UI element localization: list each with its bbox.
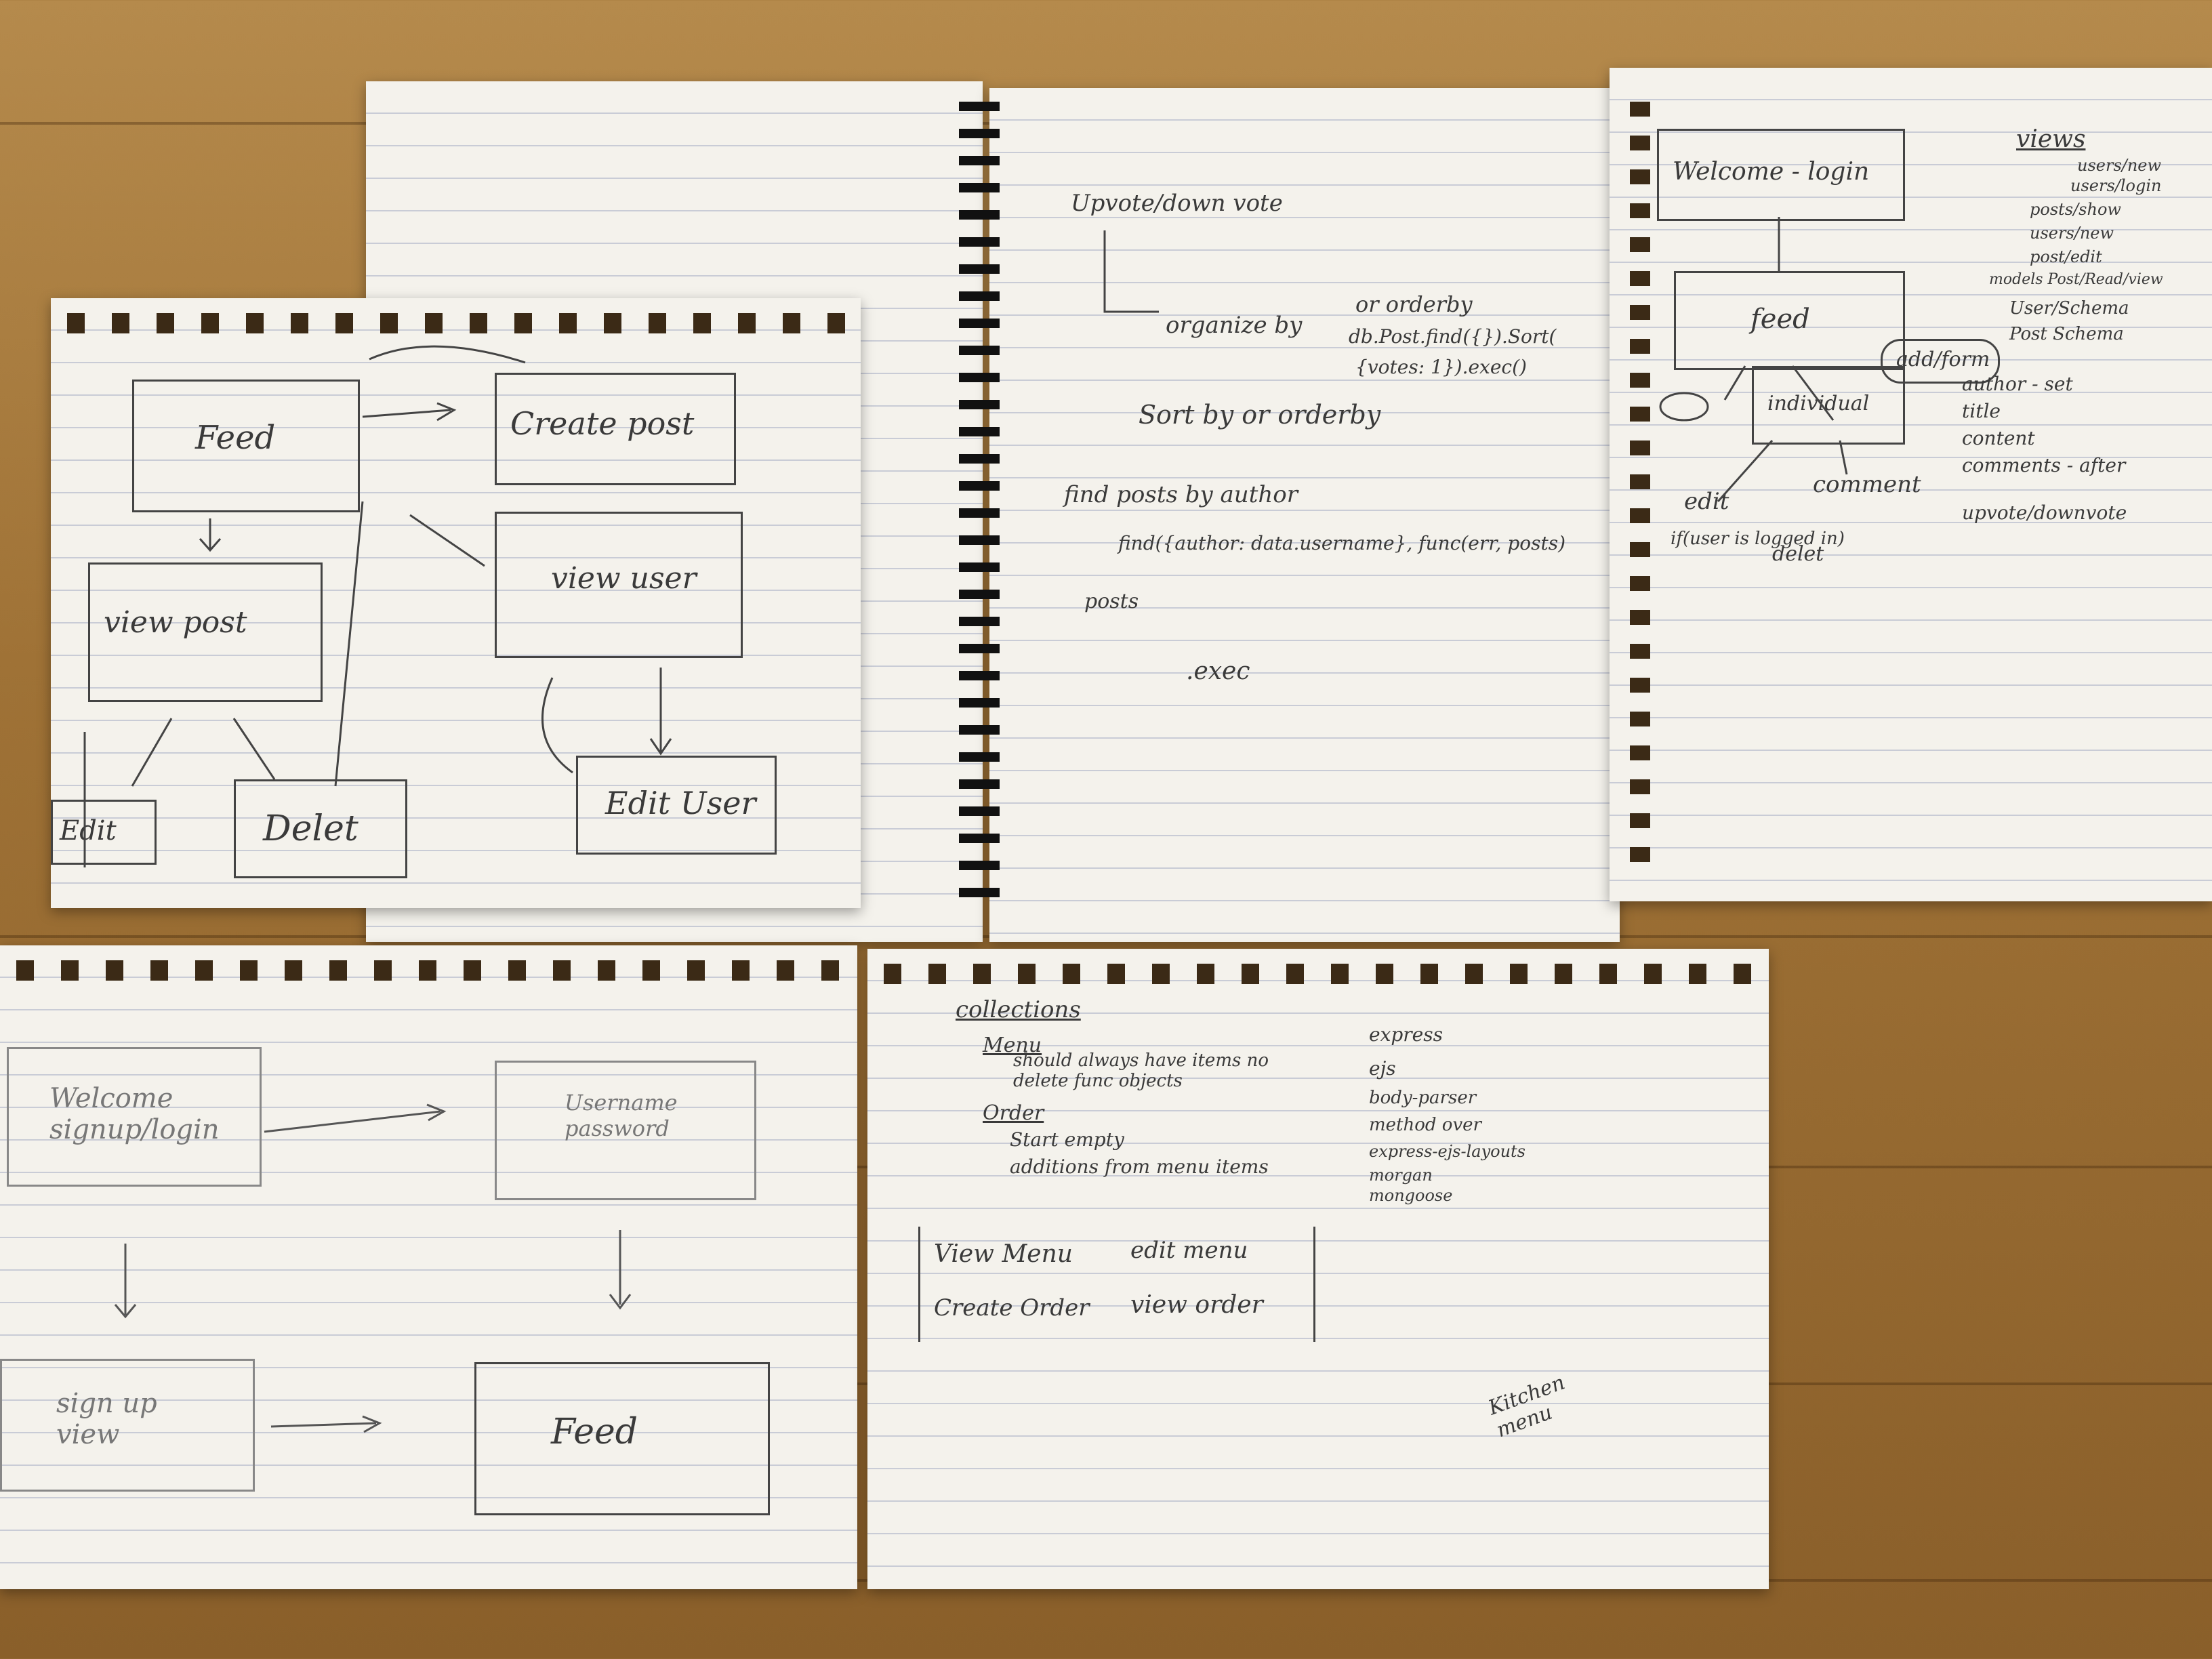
- feed-box: Feed: [474, 1362, 770, 1515]
- views-item: users/login: [2070, 176, 2162, 195]
- field-item: author - set: [1962, 373, 2073, 395]
- note-line: Sort by or orderby: [1139, 400, 1381, 430]
- note-line: posts: [1084, 590, 1139, 613]
- edit-label: edit: [1684, 488, 1729, 515]
- box-label: Feed: [551, 1412, 638, 1452]
- box-label: Username password: [565, 1090, 678, 1141]
- box-label: Edit User: [605, 785, 756, 821]
- box-label: sign up view: [56, 1388, 157, 1450]
- order-note: Start empty: [1010, 1128, 1124, 1151]
- binder-holes: [0, 960, 857, 981]
- organize-arrow: [1103, 230, 1159, 313]
- views-item: users/new: [2077, 156, 2162, 175]
- views-item: users/new: [2030, 224, 2114, 243]
- condition-label: if(user is logged in): [1671, 529, 1845, 549]
- feed-box: Feed: [132, 380, 360, 512]
- binder-holes: [867, 964, 1769, 984]
- box-label: add/form: [1896, 348, 1990, 371]
- flow-arrows: [83, 345, 672, 867]
- create-post-box: Create post: [495, 373, 736, 485]
- binder-holes: [1630, 102, 1650, 881]
- stack-item: mongoose: [1369, 1186, 1453, 1205]
- delete-label: delet: [1772, 542, 1824, 566]
- note-line: organize by: [1166, 312, 1303, 339]
- credentials-box: Username password: [495, 1061, 756, 1200]
- box-label: Delet: [263, 808, 359, 849]
- view-item: view order: [1130, 1291, 1263, 1319]
- kitchen-menu-note: Kitchen menu: [1485, 1370, 1568, 1443]
- views-item: post/edit: [2030, 247, 2102, 266]
- note-line: find({author: data.username}, func(err, …: [1118, 532, 1566, 554]
- welcome-diagram-sheet: Welcome - login feed add/form individual…: [1610, 68, 2212, 901]
- add-form-box: add/form: [1881, 339, 2000, 384]
- stack-item: morgan: [1369, 1166, 1433, 1185]
- delete-box: Delet: [234, 779, 407, 878]
- menu-heading: Menu: [983, 1033, 1042, 1057]
- order-heading: Order: [983, 1101, 1044, 1125]
- notebook-spiral: [959, 102, 1000, 915]
- order-note: additions from menu items: [1010, 1155, 1269, 1178]
- note-line: db.Post.find({}).Sort(: [1349, 325, 1557, 348]
- signup-view-box: sign up view: [0, 1359, 255, 1492]
- field-item: upvote/downvote: [1962, 501, 2127, 524]
- box-label: feed: [1750, 304, 1810, 335]
- view-post-box: view post: [88, 562, 323, 702]
- stack-item: express: [1369, 1023, 1443, 1046]
- edit-box: Edit: [51, 800, 157, 865]
- notebook-notes-page: Upvote/down vote organize by or orderby …: [989, 88, 1620, 942]
- models-line: models Post/Read/view: [1989, 271, 2163, 288]
- view-item: edit menu: [1130, 1237, 1248, 1264]
- diagram-lines: [1659, 217, 1848, 502]
- box-label: view post: [104, 605, 247, 640]
- views-bracket: View Menu edit menu Create Order view or…: [918, 1227, 1315, 1342]
- stack-item: express-ejs-layouts: [1369, 1142, 1525, 1161]
- views-title: views: [2016, 125, 2086, 153]
- menu-note: should always have items no delete func …: [1013, 1050, 1269, 1091]
- stack-item: method over: [1369, 1115, 1481, 1135]
- welcome-login-box: Welcome - login: [1657, 129, 1905, 221]
- comment-label: comment: [1813, 471, 1921, 498]
- welcome-box: Welcome signup/login: [7, 1047, 262, 1187]
- note-line: Upvote/down vote: [1071, 190, 1283, 217]
- note-line: {votes: 1}).exec(): [1355, 356, 1527, 378]
- note-line: find posts by author: [1064, 481, 1298, 508]
- schema-item: User/Schema: [2009, 298, 2129, 319]
- note-line: or orderby: [1355, 291, 1473, 317]
- box-label: Edit: [60, 815, 117, 846]
- box-label: Welcome - login: [1673, 158, 1870, 186]
- binder-holes: [51, 313, 861, 333]
- box-label: Create post: [510, 405, 695, 442]
- note-line: .exec: [1186, 657, 1250, 685]
- view-item: View Menu: [934, 1240, 1073, 1268]
- signup-flow-sheet: Welcome signup/login Username password s…: [0, 945, 857, 1589]
- box-label: view user: [551, 561, 697, 596]
- view-item: Create Order: [934, 1294, 1090, 1322]
- stack-item: ejs: [1369, 1057, 1396, 1080]
- field-item: title: [1962, 400, 2001, 422]
- stack-item: body-parser: [1369, 1088, 1477, 1108]
- box-label: Feed: [195, 419, 276, 457]
- signup-arrows: [114, 1103, 632, 1433]
- collections-sheet: collections Menu should always have item…: [867, 949, 1769, 1589]
- field-item: comments - after: [1962, 454, 2126, 476]
- collections-title: collections: [956, 996, 1081, 1023]
- schema-item: Post Schema: [2009, 324, 2124, 344]
- box-label: individual: [1767, 392, 1870, 415]
- edit-user-box: Edit User: [576, 756, 777, 855]
- box-label: Welcome signup/login: [49, 1083, 220, 1145]
- individual-box: individual: [1752, 366, 1905, 445]
- field-item: content: [1962, 427, 2035, 449]
- feed-flow-sheet: Feed Create post view post view user Edi…: [51, 298, 861, 908]
- view-user-box: view user: [495, 512, 743, 658]
- feed-box: feed: [1674, 271, 1905, 370]
- views-item: posts/show: [2030, 200, 2121, 219]
